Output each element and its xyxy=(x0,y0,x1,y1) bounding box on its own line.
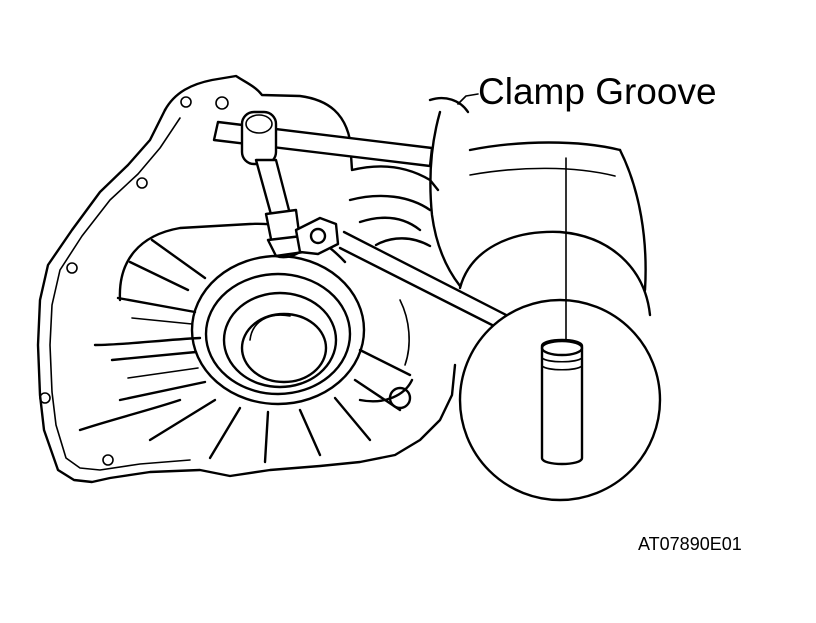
bearing-bore xyxy=(190,254,366,406)
callout-leader xyxy=(457,93,567,341)
magnified-inset xyxy=(338,230,662,502)
clamp-groove-label: Clamp Groove xyxy=(478,71,717,112)
clamp-bracket xyxy=(274,216,340,259)
housing-outline xyxy=(36,74,457,484)
bell-housing-ribs xyxy=(78,222,412,464)
socket-wrench xyxy=(212,110,434,258)
case-right-section xyxy=(348,96,652,410)
figure-code: AT07890E01 xyxy=(638,534,742,554)
